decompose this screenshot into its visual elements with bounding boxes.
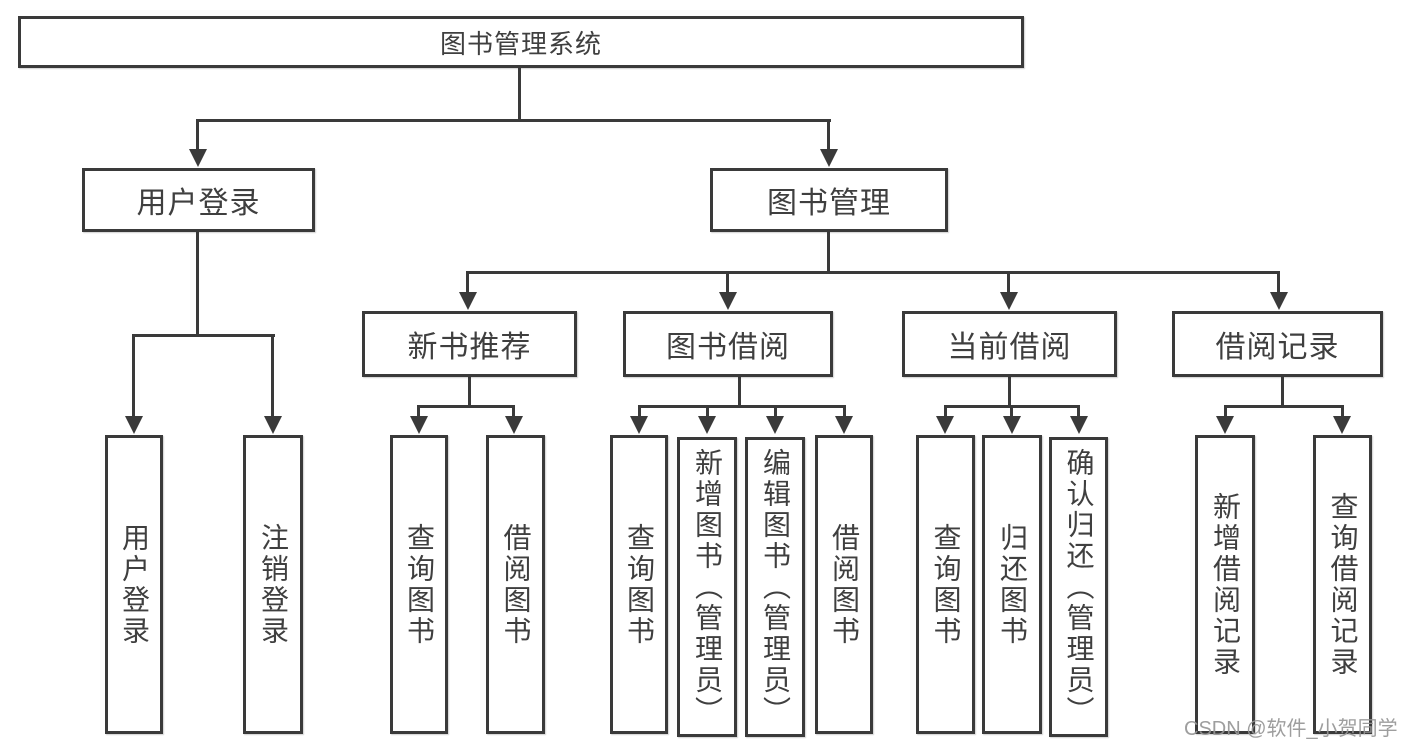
connector-arrowhead: [1270, 292, 1288, 310]
node-label: 借阅记录: [1215, 331, 1340, 364]
node-leaf-edit-book-admin: 编辑图书（管理员）: [745, 437, 805, 737]
connector-vline: [468, 377, 471, 408]
connector-vline: [738, 377, 741, 408]
connector-vline: [196, 119, 199, 151]
node-library-management-system: 图书管理系统: [18, 16, 1024, 68]
node-leaf-query-book-recommend: 查询图书: [390, 435, 448, 734]
connector-arrowhead: [766, 416, 784, 434]
node-label: 用户登录: [136, 187, 261, 220]
connector-vline: [1277, 271, 1280, 296]
connector-vline: [944, 405, 947, 418]
connector-arrowhead: [125, 416, 143, 434]
connector-vline: [843, 405, 846, 418]
node-user-login: 用户登录: [82, 168, 315, 232]
node-label: 图书管理: [767, 187, 891, 220]
connector-vline: [774, 405, 777, 418]
node-leaf-return-book: 归还图书: [982, 435, 1042, 734]
connector-arrowhead: [459, 292, 477, 310]
connector-vline: [417, 405, 420, 418]
connector-vline: [1341, 405, 1344, 418]
connector-arrowhead: [189, 149, 207, 167]
connector-hline: [417, 405, 515, 408]
connector-hline: [132, 334, 275, 337]
connector-vline: [271, 334, 274, 418]
connector-vline: [132, 334, 135, 418]
connector-arrowhead: [1070, 416, 1088, 434]
connector-arrowhead: [1333, 416, 1351, 434]
connector-arrowhead: [630, 416, 648, 434]
node-label: 新书推荐: [407, 331, 532, 364]
csdn-watermark: CSDN @软件_小贺同学: [1184, 718, 1398, 740]
connector-vline: [1010, 405, 1013, 418]
connector-arrowhead: [820, 149, 838, 167]
connector-arrowhead: [410, 416, 428, 434]
connector-arrowhead: [936, 416, 954, 434]
node-label: 查询图书: [404, 522, 435, 647]
node-borrow-record: 借阅记录: [1172, 311, 1383, 377]
connector-hline: [638, 405, 846, 408]
connector-vline: [706, 405, 709, 418]
node-label: 查询图书: [624, 522, 655, 647]
node-label: 新增图书（管理员）: [692, 447, 723, 727]
connector-vline: [827, 119, 830, 151]
connector-vline: [1007, 271, 1010, 296]
node-label: 借阅图书: [500, 522, 532, 647]
connector-vline: [518, 68, 521, 121]
connector-vline: [1008, 377, 1011, 408]
node-label: 图书借阅: [666, 331, 790, 364]
node-label: 编辑图书（管理员）: [760, 447, 791, 727]
connector-arrowhead: [719, 292, 737, 310]
node-leaf-user-login: 用户登录: [105, 435, 163, 734]
node-leaf-confirm-return-admin: 确认归还（管理员）: [1049, 437, 1108, 737]
connector-vline: [196, 232, 199, 336]
connector-vline: [1281, 377, 1284, 408]
connector-vline: [1077, 405, 1080, 418]
connector-vline: [827, 232, 830, 274]
node-label: 查询借阅记录: [1327, 491, 1359, 678]
connector-vline: [726, 271, 729, 296]
node-book-borrow: 图书借阅: [623, 311, 833, 377]
connector-arrowhead: [1000, 292, 1018, 310]
node-label: 注销登录: [258, 522, 289, 647]
connector-arrowhead: [1003, 416, 1021, 434]
node-label: 图书管理系统: [439, 28, 602, 59]
node-leaf-add-borrow-record: 新增借阅记录: [1195, 435, 1255, 734]
node-label: 查询图书: [930, 522, 962, 647]
node-leaf-add-book-admin: 新增图书（管理员）: [677, 437, 737, 737]
node-label: 用户登录: [119, 522, 150, 647]
connector-hline: [196, 119, 831, 122]
node-current-borrow: 当前借阅: [902, 311, 1117, 377]
connector-vline: [512, 405, 515, 418]
node-label: 借阅图书: [829, 522, 860, 647]
connector-arrowhead: [264, 416, 282, 434]
node-book-management: 图书管理: [710, 168, 948, 232]
connector-arrowhead: [835, 416, 853, 434]
node-label: 确认归还（管理员）: [1063, 447, 1095, 727]
node-leaf-query-book-borrow: 查询图书: [610, 435, 668, 734]
connector-hline: [466, 271, 1280, 274]
node-leaf-borrow-book: 借阅图书: [815, 435, 873, 734]
connector-arrowhead: [505, 416, 523, 434]
connector-vline: [638, 405, 641, 418]
node-leaf-logout: 注销登录: [243, 435, 303, 734]
connector-vline: [1224, 405, 1227, 418]
connector-arrowhead: [1216, 416, 1234, 434]
node-leaf-query-book-current: 查询图书: [916, 435, 975, 734]
node-new-book-recommend: 新书推荐: [362, 311, 577, 377]
node-leaf-query-borrow-record: 查询借阅记录: [1313, 435, 1372, 734]
connector-hline: [1224, 405, 1344, 408]
connector-vline: [466, 271, 469, 296]
node-label: 归还图书: [997, 522, 1028, 647]
node-leaf-borrow-book-recommend: 借阅图书: [486, 435, 545, 734]
node-label: 新增借阅记录: [1210, 491, 1241, 678]
connector-arrowhead: [698, 416, 716, 434]
node-label: 当前借阅: [947, 331, 1072, 364]
